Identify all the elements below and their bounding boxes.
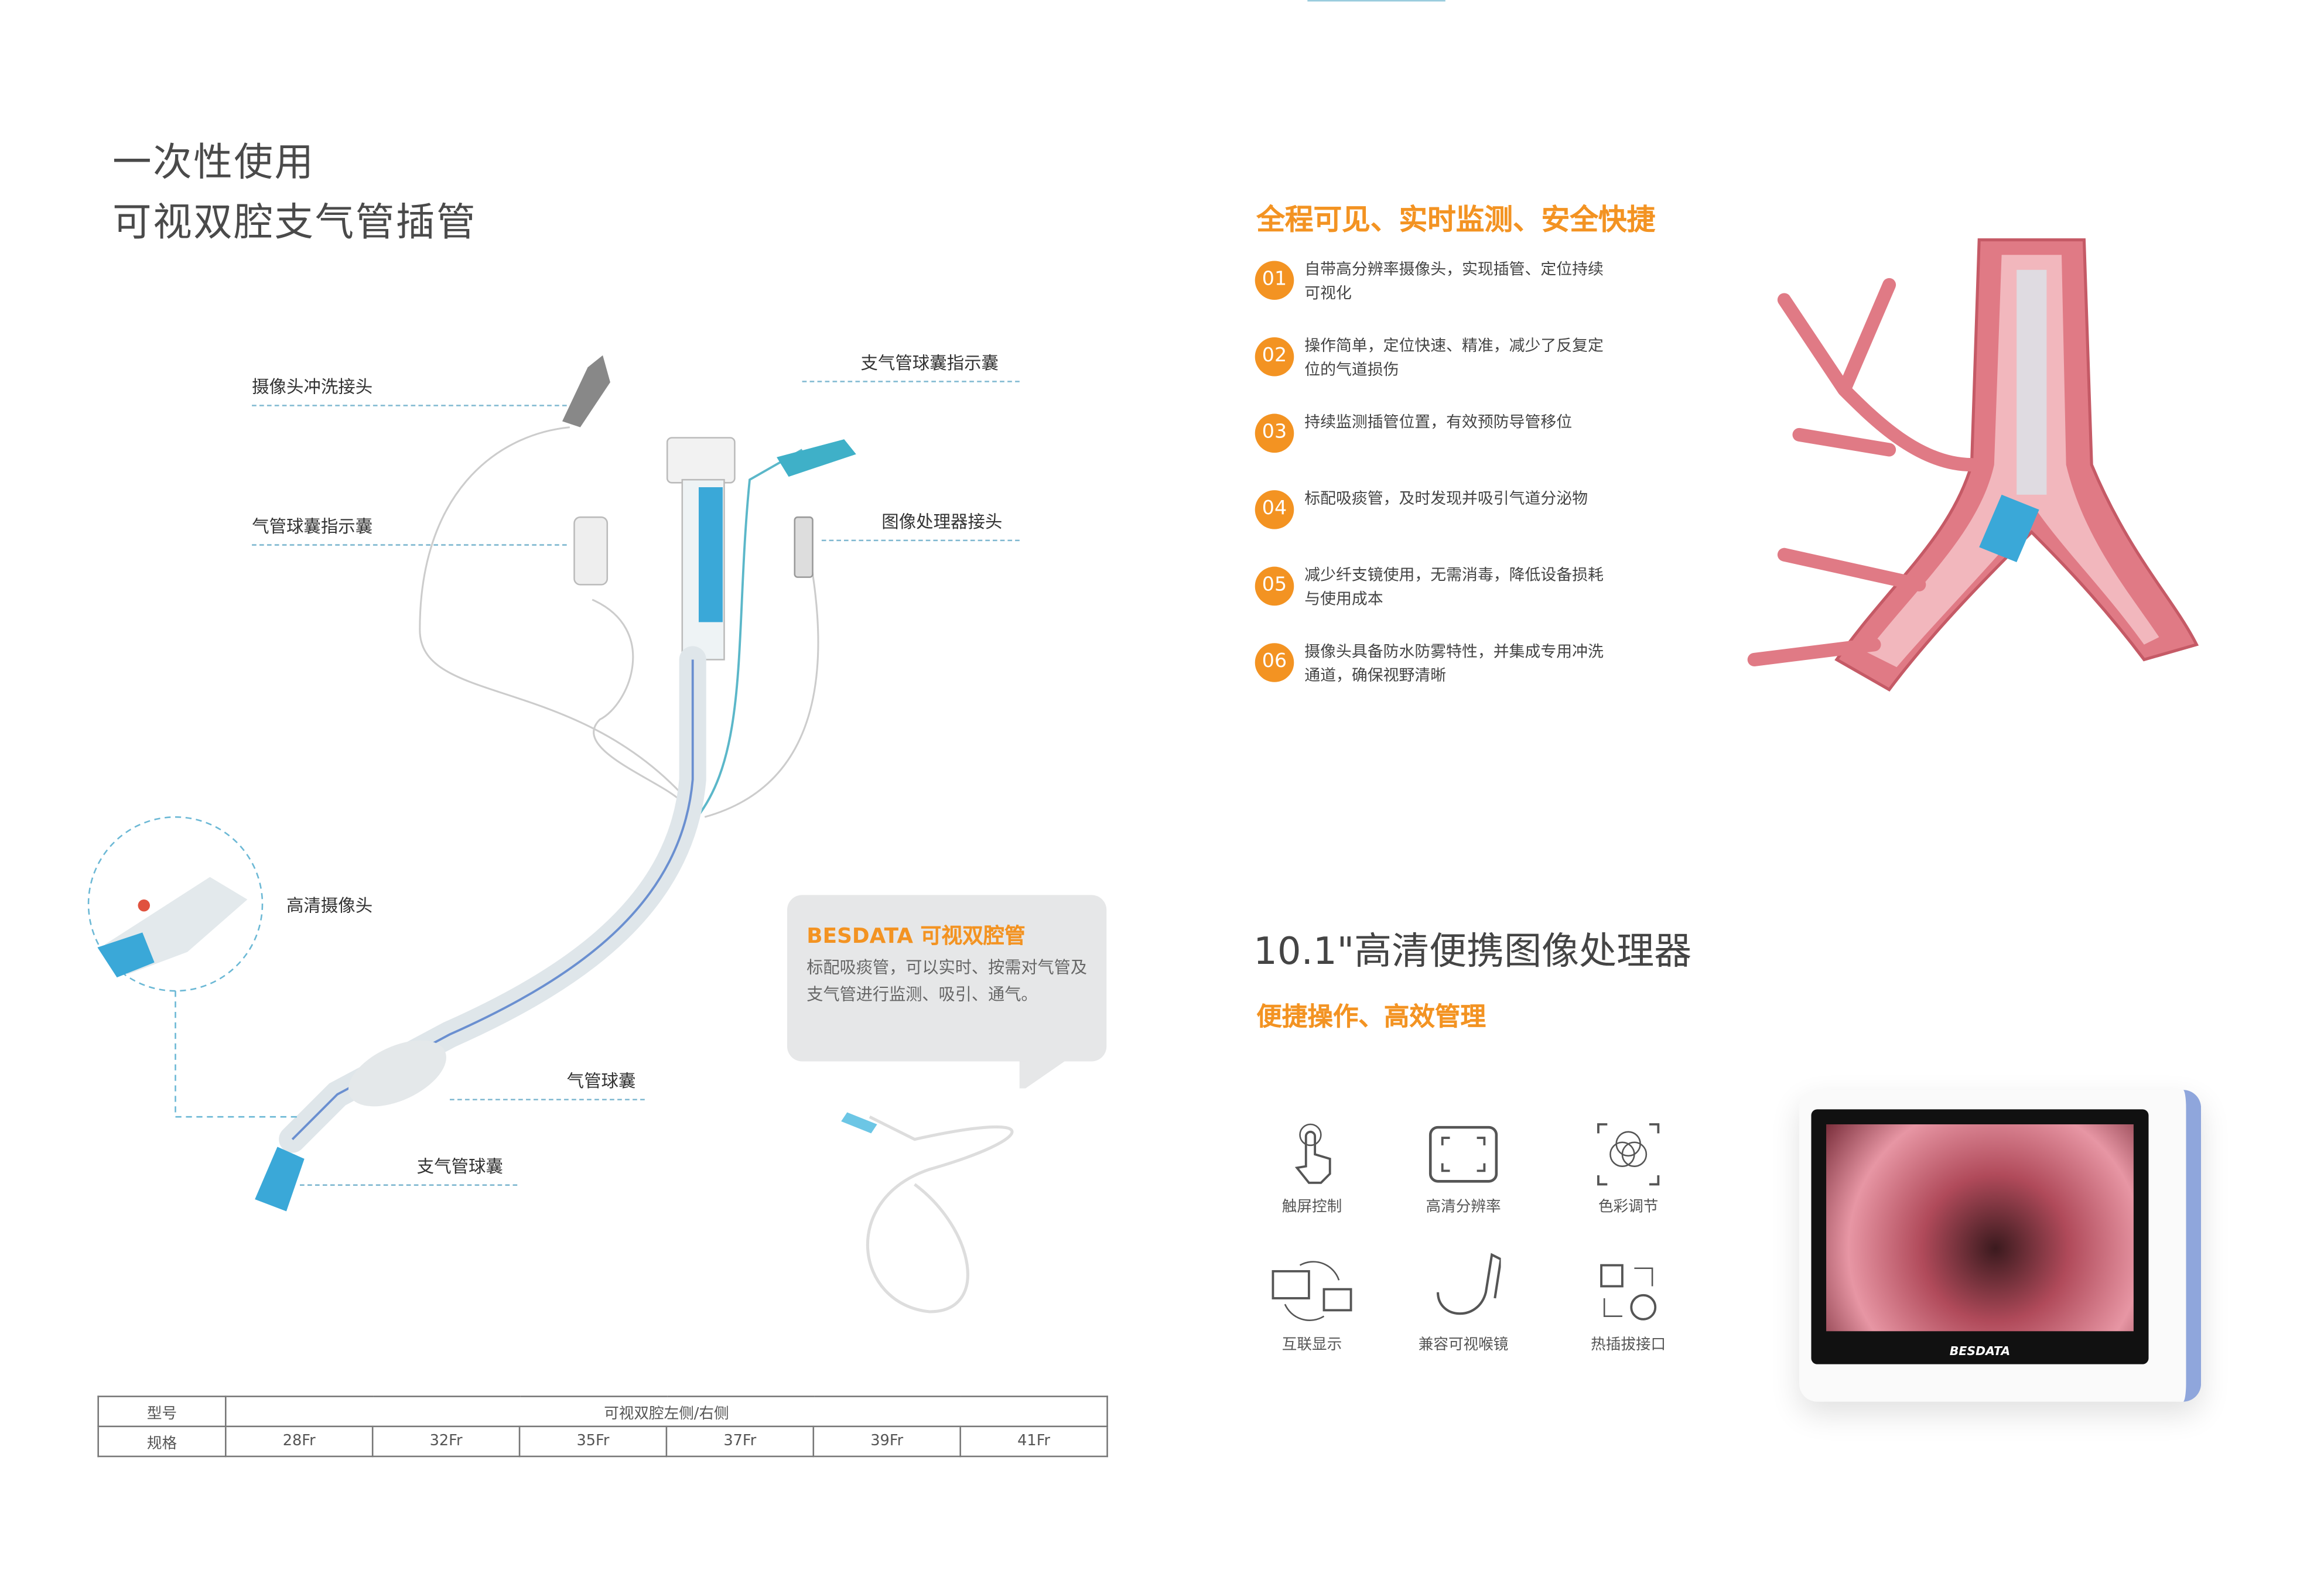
- feature-number: 02: [1255, 337, 1294, 377]
- processor-title: 10.1"高清便携图像处理器: [1253, 929, 1692, 973]
- callout-box: BESDATA 可视双腔管 标配吸痰管，可以实时、按需对气管及支气管进行监测、吸…: [787, 895, 1107, 1089]
- page-title-line1: 一次性使用: [112, 141, 315, 186]
- touch-icon: [1294, 1123, 1331, 1184]
- feature-item: 04 标配吸痰管，及时发现并吸引气道分泌物: [1255, 487, 1615, 547]
- tablet-screen: [1826, 1124, 2134, 1332]
- feature-laryngoscope: 兼容可视喉镜: [1396, 1247, 1530, 1354]
- label-bronchial-cuff: 支气管球囊: [416, 1155, 503, 1177]
- label-tracheal-cuff: 气管球囊: [566, 1070, 636, 1092]
- feature-text: 持续监测插管位置，有效预防导管移位: [1304, 413, 1573, 432]
- size-header: 规格: [97, 1425, 227, 1458]
- feature-number: 01: [1255, 261, 1294, 300]
- feature-number: 04: [1255, 490, 1294, 529]
- feature-text: 标配吸痰管，及时发现并吸引气道分泌物: [1304, 490, 1588, 508]
- hd-resolution-icon: [1428, 1126, 1498, 1183]
- feature-color: 色彩调节: [1561, 1121, 1696, 1216]
- spec-table: 型号 可视双腔左侧/右侧 规格 28Fr 32Fr 35Fr 37Fr 39Fr…: [97, 1395, 1108, 1458]
- label-processor-connector: 图像处理器接头: [881, 511, 1003, 532]
- size-cell: 39Fr: [812, 1425, 961, 1458]
- tablet-processor: BESDATA: [1799, 1090, 2202, 1402]
- hot-plug-icon: [1600, 1264, 1657, 1321]
- features-heading: 全程可见、实时监测、安全快捷: [1256, 204, 1656, 237]
- feature-text: 摄像头具备防水防雾特性，并集成专用冲洗通道，确保视野清晰: [1304, 643, 1604, 685]
- feature-number: 03: [1255, 413, 1294, 453]
- top-accent-line: [1307, 0, 1445, 2]
- size-cell: 35Fr: [518, 1425, 668, 1458]
- color-adjust-icon: [1597, 1123, 1660, 1186]
- feature-label: 兼容可视喉镜: [1418, 1337, 1509, 1354]
- size-cell: 28Fr: [224, 1425, 374, 1458]
- feature-item: 01 自带高分辨率摄像头，实现插管、定位持续可视化: [1255, 258, 1615, 317]
- feature-item: 06 摄像头具备防水防雾特性，并集成专用冲洗通道，确保视野清晰: [1255, 640, 1615, 700]
- flush-connector: [562, 355, 610, 427]
- callout-title: BESDATA 可视双腔管: [806, 925, 1026, 949]
- label-hd-camera: 高清摄像头: [286, 895, 373, 916]
- processor-connector-plug: [794, 516, 814, 578]
- size-cell: 41Fr: [959, 1425, 1108, 1458]
- size-cell: 32Fr: [371, 1425, 521, 1458]
- feature-text: 减少纤支镜使用，无需消毒，降低设备损耗与使用成本: [1304, 566, 1604, 609]
- feature-hotplug: 热插拔接口: [1561, 1259, 1696, 1354]
- size-cell: 37Fr: [665, 1425, 815, 1458]
- suction-catheter: [866, 1115, 1014, 1313]
- screen-share-icon: [1272, 1261, 1352, 1321]
- tablet-brand: BESDATA: [1949, 1345, 2011, 1359]
- flush-line: [419, 426, 683, 795]
- feature-label: 互联显示: [1281, 1337, 1342, 1354]
- feature-label: 热插拔接口: [1591, 1337, 1666, 1354]
- feature-label: 高清分辨率: [1426, 1199, 1501, 1216]
- label-bronchial-cuff-indicator: 支气管球囊指示囊: [860, 352, 999, 374]
- bronchial-tip: [255, 1147, 305, 1212]
- bronchial-cuff-indicator-bulb: [777, 439, 856, 477]
- table-row: 型号 可视双腔左侧/右侧: [97, 1395, 1108, 1428]
- label-flush-port: 摄像头冲洗接头: [252, 376, 373, 398]
- page-title-line2: 可视双腔支气管插管: [112, 201, 477, 246]
- feature-number: 06: [1255, 643, 1294, 682]
- tube-illustration: [87, 355, 1014, 1313]
- feature-hd: 高清分辨率: [1396, 1121, 1530, 1216]
- feature-text: 操作简单，定位快速、精准，减少了反复定位的气道损伤: [1304, 337, 1604, 379]
- model-value: 可视双腔左侧/右侧: [224, 1395, 1108, 1428]
- bronchi-illustration: [1747, 238, 2199, 692]
- feature-share: 互联显示: [1245, 1256, 1379, 1354]
- feature-number: 05: [1255, 566, 1294, 606]
- laryngoscope-icon: [1436, 1253, 1501, 1315]
- processor-subtitle: 便捷操作、高效管理: [1256, 1003, 1486, 1033]
- table-row: 规格 28Fr 32Fr 35Fr 37Fr 39Fr 41Fr: [97, 1425, 1108, 1458]
- tablet-bezel: BESDATA: [1811, 1109, 2149, 1364]
- tracheal-cuff-balloon: [348, 1040, 446, 1107]
- tracheal-cuff-indicator-bulb: [573, 516, 609, 586]
- feature-item: 03 持续监测插管位置，有效预防导管移位: [1255, 411, 1615, 470]
- label-tracheal-cuff-indicator: 气管球囊指示囊: [252, 515, 373, 537]
- feature-text: 自带高分辨率摄像头，实现插管、定位持续可视化: [1304, 261, 1604, 303]
- feature-label: 色彩调节: [1598, 1199, 1659, 1216]
- callout-body: 标配吸痰管，可以实时、按需对气管及支气管进行监测、吸引、通气。: [806, 957, 1087, 1005]
- model-header: 型号: [97, 1395, 227, 1428]
- feature-touch: 触屏控制: [1245, 1121, 1379, 1216]
- feature-label: 触屏控制: [1281, 1199, 1342, 1216]
